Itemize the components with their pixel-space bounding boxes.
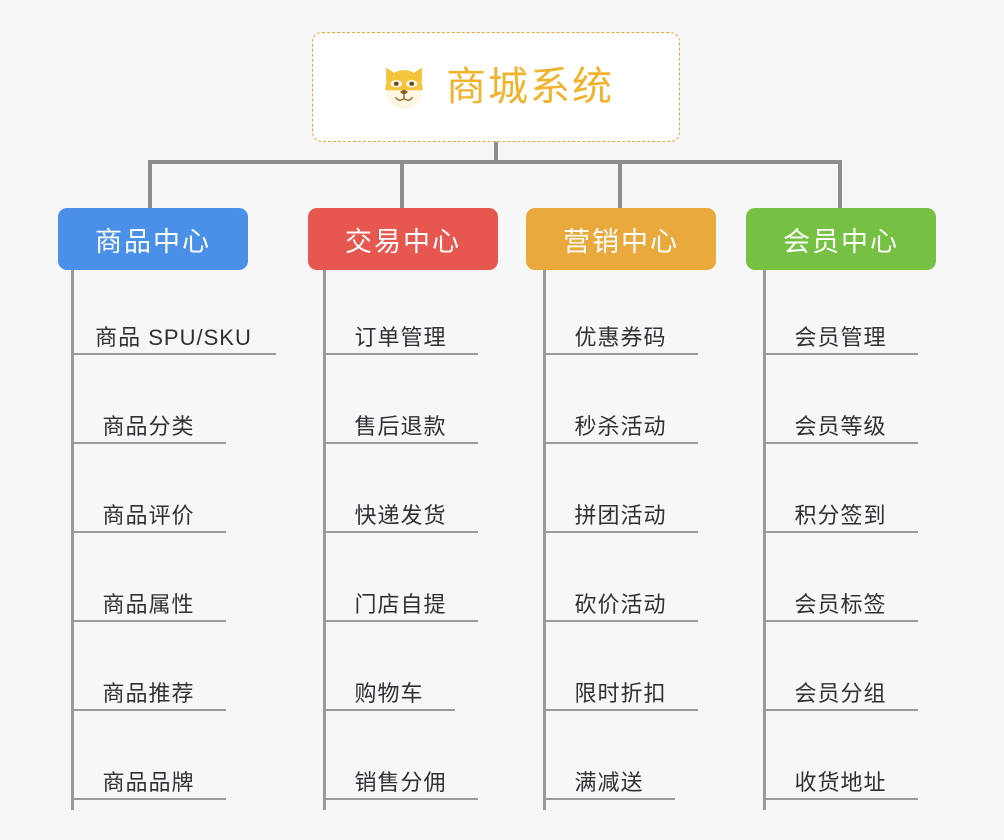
leaf-label: 销售分佣 [354, 769, 447, 795]
leaf-label: 收货地址 [794, 769, 887, 795]
leaf-item[interactable]: 订单管理 [323, 311, 478, 355]
shiba-dog-face-icon [385, 67, 423, 109]
leaf-label: 商品分类 [102, 413, 195, 439]
leaf-item[interactable]: 商品分类 [71, 400, 226, 444]
leaf-label: 快递发货 [354, 502, 447, 528]
leaf-label: 门店自提 [354, 591, 447, 617]
column-header-label: 会员中心 [783, 226, 899, 257]
leaf-item[interactable]: 商品推荐 [71, 667, 226, 711]
leaf-item[interactable]: 会员分组 [763, 667, 918, 711]
leaf-item[interactable]: 购物车 [323, 667, 455, 711]
leaf-label: 商品评价 [102, 502, 195, 528]
leaf-label: 拼团活动 [574, 502, 667, 528]
leaf-label: 购物车 [354, 680, 424, 706]
leaf-item[interactable]: 快递发货 [323, 489, 478, 533]
column-header-label: 营销中心 [563, 226, 679, 257]
column-header-营销中心[interactable]: 营销中心 [526, 208, 716, 270]
column-header-label: 交易中心 [345, 226, 461, 257]
connector-drop-1 [148, 160, 152, 208]
leaf-item[interactable]: 砍价活动 [543, 578, 698, 622]
leaf-label: 砍价活动 [574, 591, 667, 617]
leaf-label: 商品推荐 [102, 680, 195, 706]
root-node-商城系统[interactable]: 商城系统 [312, 32, 680, 142]
leaf-label: 售后退款 [354, 413, 447, 439]
leaf-label: 优惠券码 [574, 324, 667, 350]
leaf-item[interactable]: 秒杀活动 [543, 400, 698, 444]
leaf-item[interactable]: 商品品牌 [71, 756, 226, 800]
leaf-item[interactable]: 商品评价 [71, 489, 226, 533]
leaf-label: 订单管理 [354, 324, 447, 350]
connector-drop-2 [400, 160, 404, 208]
leaf-label: 会员管理 [794, 324, 887, 350]
root-node-title: 商城系统 [446, 65, 614, 109]
column-trunk-3 [543, 270, 546, 810]
leaf-label: 商品品牌 [102, 769, 195, 795]
column-trunk-1 [71, 270, 74, 810]
leaf-label: 商品 SPU/SKU [95, 324, 252, 350]
leaf-label: 秒杀活动 [574, 413, 667, 439]
leaf-label: 满减送 [574, 769, 644, 795]
column-header-label: 商品中心 [95, 226, 211, 257]
leaf-item[interactable]: 拼团活动 [543, 489, 698, 533]
leaf-item[interactable]: 售后退款 [323, 400, 478, 444]
leaf-label: 会员分组 [794, 680, 887, 706]
leaf-item[interactable]: 商品属性 [71, 578, 226, 622]
leaf-item[interactable]: 销售分佣 [323, 756, 478, 800]
leaf-label: 会员标签 [794, 591, 887, 617]
column-header-商品中心[interactable]: 商品中心 [58, 208, 248, 270]
column-trunk-4 [763, 270, 766, 810]
leaf-label: 限时折扣 [574, 680, 667, 706]
column-header-交易中心[interactable]: 交易中心 [308, 208, 498, 270]
leaf-label: 商品属性 [102, 591, 195, 617]
connector-horizontal-bus [148, 160, 842, 164]
column-trunk-2 [323, 270, 326, 810]
leaf-label: 积分签到 [794, 502, 887, 528]
connector-drop-4 [838, 160, 842, 208]
leaf-item[interactable]: 会员管理 [763, 311, 918, 355]
leaf-item[interactable]: 会员标签 [763, 578, 918, 622]
leaf-item[interactable]: 限时折扣 [543, 667, 698, 711]
leaf-item[interactable]: 优惠券码 [543, 311, 698, 355]
leaf-item[interactable]: 满减送 [543, 756, 675, 800]
leaf-item[interactable]: 收货地址 [763, 756, 918, 800]
leaf-item[interactable]: 商品 SPU/SKU [71, 311, 276, 355]
column-header-会员中心[interactable]: 会员中心 [746, 208, 936, 270]
leaf-item[interactable]: 会员等级 [763, 400, 918, 444]
connector-root-stem [494, 142, 498, 164]
connector-drop-3 [618, 160, 622, 208]
leaf-label: 会员等级 [794, 413, 887, 439]
leaf-item[interactable]: 门店自提 [323, 578, 478, 622]
leaf-item[interactable]: 积分签到 [763, 489, 918, 533]
